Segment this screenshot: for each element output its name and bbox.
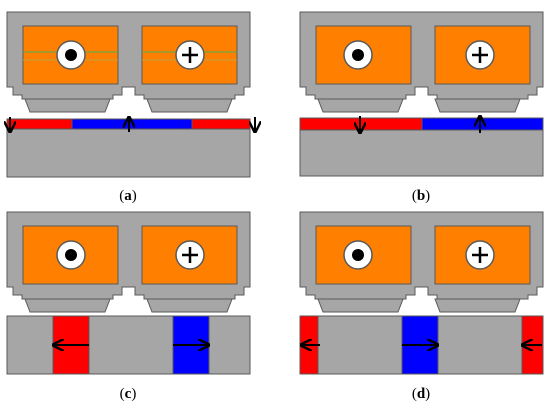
pole-shoe-right [146,298,233,313]
magnet-blue [71,118,193,130]
current-out-dot [352,49,364,61]
pole-shoe-left [24,298,111,313]
current-in-cross [182,247,198,263]
magnet-red [6,118,73,130]
pole-shoe-left [317,98,404,113]
pole-shoe-left [24,98,111,113]
current-in-cross [472,47,488,63]
base-block [6,315,251,375]
current-out-dot [352,249,364,261]
caption-d: (d) [412,386,430,402]
pole-shoe-right [146,98,233,113]
current-out-dot [65,249,77,261]
pole-shoe-left [317,298,404,313]
magnet-red [191,118,251,130]
panel-a: (a) [6,11,255,204]
pole-shoe-right [434,298,521,313]
panel-d: (d) [299,211,544,402]
caption-c: (c) [120,386,137,402]
panel-c: (c) [6,211,251,402]
panel-b: (b) [299,11,544,204]
pole-shoe-right [434,98,521,113]
caption-a: (a) [119,188,137,204]
caption-b: (b) [412,188,430,204]
current-in-cross [472,247,488,263]
current-in-cross [182,47,198,63]
magnet-blue [421,117,544,131]
current-out-dot [65,49,77,61]
